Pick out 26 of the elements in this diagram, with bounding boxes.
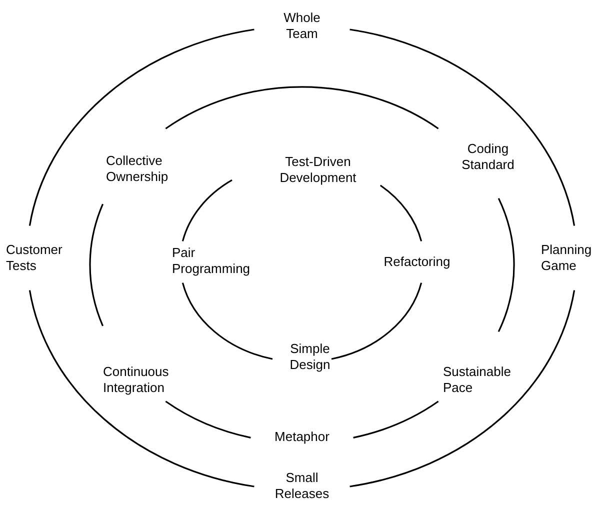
arc-connector [182,282,273,360]
practice-label: Sustainable Pace [443,364,521,396]
practice-label: Pair Programming [172,245,258,277]
practice-label: Coding Standard [457,141,519,173]
practice-label: Small Releases [270,470,334,502]
arc-connector [182,179,232,242]
arc-connector [350,28,576,226]
practice-label: Planning Game [541,242,603,274]
arc-connector [350,290,576,488]
arc-connector [165,86,439,130]
arc-connector [380,184,422,242]
arc-connector [353,400,439,438]
arc-connector [498,198,515,332]
arc-connector [28,28,254,226]
practice-label: Customer Tests [6,242,70,274]
practice-label: Collective Ownership [106,153,190,185]
arc-connector [89,204,104,326]
arc-connector [28,290,254,488]
practice-label: Whole Team [278,10,326,42]
arc-connector [165,400,251,438]
practice-label: Test-Driven Development [262,154,374,186]
practice-label: Metaphor [267,429,337,445]
practice-label: Continuous Integration [103,364,187,396]
arc-connector [331,282,422,360]
practice-label: Refactoring [377,254,457,270]
practice-label: Simple Design [284,341,336,373]
